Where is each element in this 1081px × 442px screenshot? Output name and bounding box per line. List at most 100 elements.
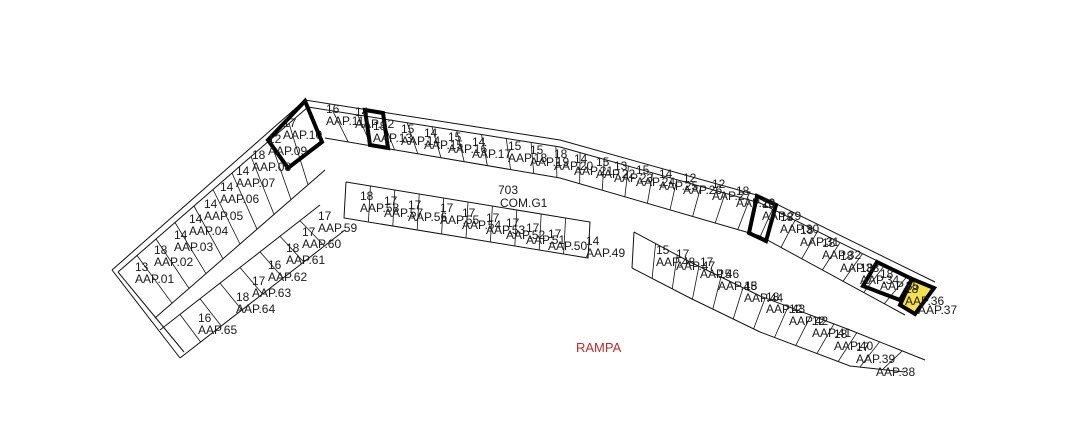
lot-id: AAP.34 bbox=[860, 273, 899, 287]
lot-number: 18 bbox=[840, 249, 854, 263]
lot-number: 15 bbox=[508, 139, 522, 153]
lot-labels: 13AAP.0118AAP.0214AAP.0314AAP.0414AAP.05… bbox=[135, 102, 957, 379]
lot-id: AAP.40 bbox=[834, 339, 873, 353]
lot-number: 18 bbox=[860, 261, 874, 275]
lot-divider bbox=[801, 231, 818, 259]
lot-id: AAP.64 bbox=[236, 302, 275, 316]
lot-divider bbox=[193, 205, 224, 259]
lot-number: 16 bbox=[268, 258, 282, 272]
lot-divider bbox=[555, 146, 558, 178]
lot-divider bbox=[136, 255, 173, 304]
lot-number: 18 bbox=[880, 267, 894, 281]
lot-number: 17 bbox=[506, 216, 520, 230]
lot-id: AAP.50 bbox=[548, 239, 587, 253]
lot-id: AAP.51 bbox=[526, 233, 565, 247]
lot-number: 14 bbox=[236, 164, 250, 178]
lot-number: 18 bbox=[736, 184, 750, 198]
lot-divider bbox=[514, 209, 518, 247]
lot-number: 18 bbox=[360, 189, 374, 203]
lot-id: AAP.47 bbox=[676, 259, 715, 273]
lot-divider bbox=[259, 251, 284, 279]
lot-divider bbox=[842, 253, 863, 282]
lot-id: AAP.45 bbox=[718, 279, 757, 293]
lot-id: AAP.08 bbox=[252, 160, 291, 174]
lot-divider bbox=[368, 185, 371, 223]
lot-divider bbox=[530, 142, 535, 174]
lot-number: 12 bbox=[712, 177, 726, 191]
lot-divider bbox=[651, 243, 656, 279]
lot-number: 15 bbox=[401, 122, 415, 136]
central-island bbox=[343, 181, 591, 259]
lot-number: 17 bbox=[548, 227, 562, 241]
outer-wall-left bbox=[111, 269, 181, 359]
lot-id: AAP.38 bbox=[876, 365, 915, 379]
lot-divider bbox=[563, 217, 566, 255]
highlight-lot-35 bbox=[897, 276, 938, 317]
lot-number: 18 bbox=[800, 223, 814, 237]
lot-divider bbox=[441, 197, 444, 235]
highlight-lot-10 bbox=[265, 97, 325, 171]
lot-divider bbox=[174, 222, 207, 274]
lot-divider bbox=[481, 134, 488, 166]
lot-divider bbox=[714, 193, 726, 224]
lot-number: 18 bbox=[834, 327, 848, 341]
lot-number: 15 bbox=[596, 155, 610, 169]
lot-id: AAP.01 bbox=[135, 272, 174, 286]
central-block-code: 703 bbox=[498, 183, 518, 197]
lot-divider bbox=[837, 332, 858, 362]
lot-id: AAP.22 bbox=[596, 167, 635, 181]
lot-id: AAP.42 bbox=[789, 314, 828, 328]
lot-divider bbox=[760, 209, 773, 237]
lot-number: 17 bbox=[526, 221, 540, 235]
lot-number: 12 bbox=[789, 302, 803, 316]
lot-number: 18 bbox=[554, 147, 568, 161]
lot-divider bbox=[332, 110, 349, 143]
lot-number: 14 bbox=[355, 105, 369, 119]
lot-id: AAP.29 bbox=[762, 209, 801, 223]
lot-number: 14 bbox=[220, 180, 234, 194]
lot-id: AAP.05 bbox=[204, 209, 243, 223]
lot-id: AAP.59 bbox=[318, 221, 357, 235]
lot-divider bbox=[816, 323, 835, 354]
lot-divider bbox=[465, 201, 469, 239]
lot-id: AAP.17 bbox=[472, 147, 511, 161]
lot-divider bbox=[505, 138, 511, 170]
lot-id: AAP.20 bbox=[554, 159, 593, 173]
lot-number: 17 bbox=[283, 116, 297, 130]
lot-id: AAP.54 bbox=[462, 218, 501, 232]
lot-id: AAP.65 bbox=[198, 323, 237, 337]
lot-id: AAP.21 bbox=[574, 164, 613, 178]
lot-number: 17 bbox=[676, 247, 690, 261]
lot-divider bbox=[669, 179, 678, 210]
lot-number: 18 bbox=[252, 148, 266, 162]
lot-id: AAP.62 bbox=[268, 270, 307, 284]
lot-divider bbox=[179, 314, 201, 343]
lot-id: AAP.16 bbox=[448, 142, 487, 156]
lot-divider bbox=[288, 123, 309, 185]
lot-number: 16 bbox=[326, 102, 340, 116]
lot-id: AAP.25 bbox=[659, 179, 698, 193]
lot-id: AAP.57 bbox=[384, 206, 423, 220]
lot-id: AAP.23 bbox=[614, 171, 653, 185]
lot-divider bbox=[490, 205, 493, 243]
lot-divider bbox=[416, 193, 420, 231]
lot-id: AAP.48 bbox=[656, 255, 695, 269]
lot-number: 14 bbox=[424, 126, 438, 140]
lot-id: AAP.09 bbox=[268, 144, 307, 158]
lot-id: AAP.49 bbox=[586, 246, 625, 260]
lot-divider bbox=[795, 315, 812, 346]
lot-id: AAP.53 bbox=[486, 223, 525, 237]
lot-id: AAP.60 bbox=[302, 237, 341, 251]
lot-divider bbox=[737, 199, 750, 230]
lot-id: AAP.04 bbox=[189, 224, 228, 238]
lot-number: 15 bbox=[636, 163, 650, 177]
lot-id: AAP.10 bbox=[283, 128, 322, 142]
lot-divider bbox=[692, 266, 700, 300]
lot-divider bbox=[882, 350, 903, 370]
lot-number: 15 bbox=[656, 243, 670, 257]
lot-number: 14 bbox=[472, 135, 486, 149]
lot-id: AAP.07 bbox=[236, 176, 275, 190]
lot-number: 13 bbox=[614, 159, 628, 173]
lot-id: AAP.58 bbox=[360, 201, 399, 215]
lot-id: AAP.32 bbox=[822, 248, 861, 262]
